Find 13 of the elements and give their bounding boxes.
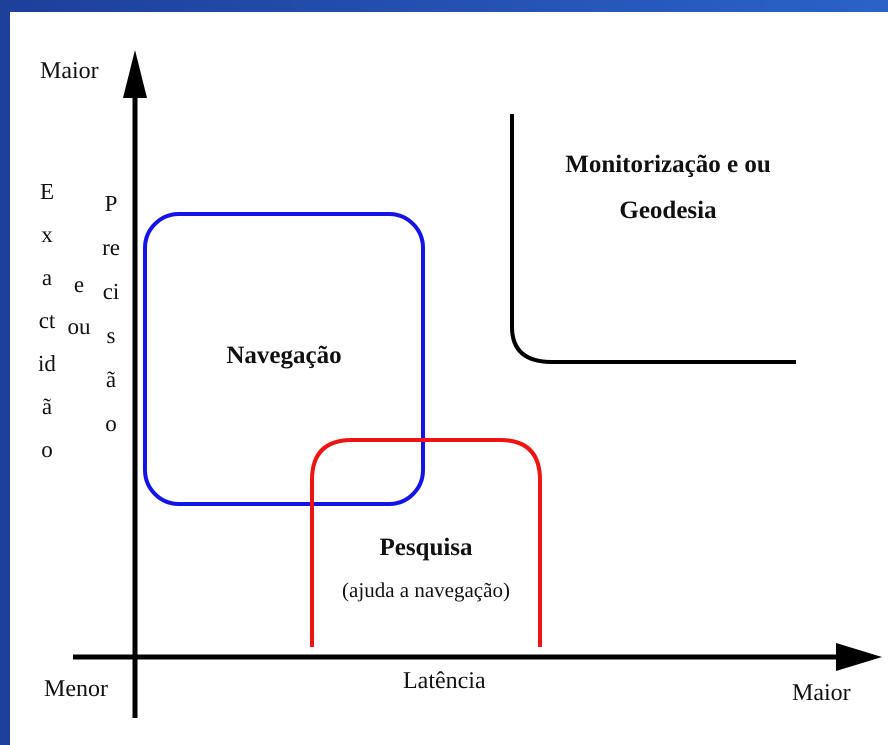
axis-title: Exactidão: [38, 178, 56, 464]
research-region-box: [310, 438, 542, 647]
axis-title: e ou: [66, 271, 92, 341]
axis-end-label: Maior: [40, 58, 99, 85]
region-subtitle: (ajuda a navegação): [341, 578, 511, 603]
axis-end-label: Maior: [792, 680, 851, 707]
axis-title: Precisão: [102, 190, 120, 438]
axis-title: Latência: [403, 668, 486, 695]
region-title: Monitorização e ou Geodesia: [564, 150, 772, 226]
region-title: Navegação: [225, 342, 343, 370]
axis-end-label: Menor: [44, 676, 108, 703]
navigation-region-box: [143, 212, 425, 506]
region-title: Pesquisa: [378, 534, 474, 562]
